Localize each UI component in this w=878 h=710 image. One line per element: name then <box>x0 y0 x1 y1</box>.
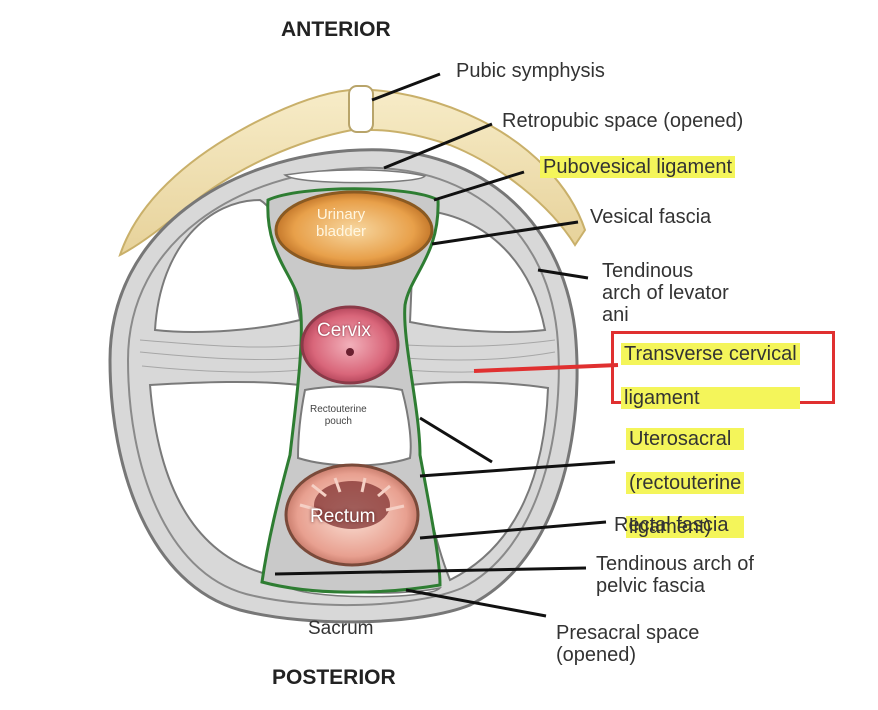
label-uterosacral-ligament: Uterosacral (rectouterine ligament) <box>626 428 745 540</box>
sacrum-label: Sacrum <box>308 618 374 639</box>
cervix-label: Cervix <box>317 320 371 341</box>
pelvic-wall-inner <box>126 166 560 607</box>
rectouterine-pouch <box>296 385 412 467</box>
label-transverse-cervical-ligament: Transverse cervical ligament <box>621 343 800 411</box>
posterior-heading: POSTERIOR <box>272 666 396 689</box>
leader-lines <box>274 72 616 618</box>
label-vesical-fascia: Vesical fascia <box>590 206 712 228</box>
label-pubic-symphysis: Pubic symphysis <box>456 60 605 82</box>
transverse-cervical-pointer <box>473 363 619 373</box>
pubic-symphysis-disc <box>348 85 374 133</box>
label-tendinous-arch-pelvic-fascia: Tendinous arch of pelvic fascia <box>596 553 754 597</box>
rectum-label: Rectum <box>310 506 376 527</box>
label-pubovesical-ligament: Pubovesical ligament <box>540 156 735 180</box>
cervix <box>300 305 400 385</box>
label-presacral-space: Presacral space (opened) <box>556 622 700 666</box>
label-retropubic-space: Retropubic space (opened) <box>502 110 744 132</box>
bladder-label: Urinary bladder <box>316 206 367 240</box>
label-rectal-fascia: Rectal fascia <box>614 514 729 536</box>
retropubic-space <box>283 169 427 184</box>
pouch-label: Rectouterine pouch <box>310 404 367 427</box>
fibrous-texture <box>139 339 556 373</box>
urinary-bladder <box>274 190 434 270</box>
anterior-heading: ANTERIOR <box>281 18 391 41</box>
pubic-bone-right <box>371 88 587 247</box>
label-tendinous-arch-levator: Tendinous arch of levator ani <box>602 260 729 326</box>
